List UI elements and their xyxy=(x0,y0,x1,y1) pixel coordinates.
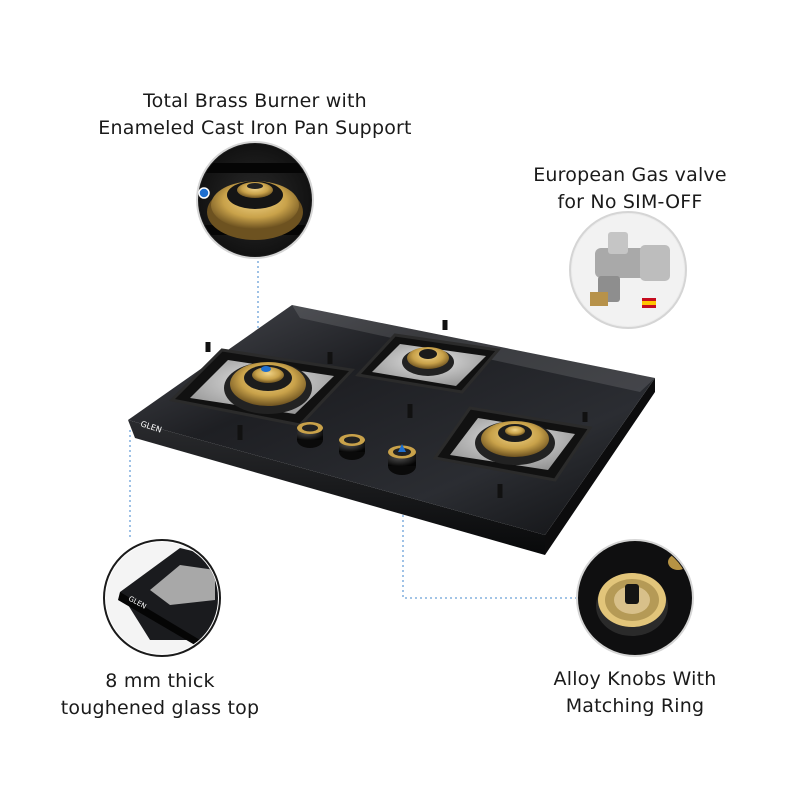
knob-3 xyxy=(388,444,416,475)
zoom-burner xyxy=(196,141,314,259)
glass-caption-line2: toughened glass top xyxy=(60,697,260,719)
burner-middle xyxy=(355,320,501,418)
glass-front-edge xyxy=(545,378,655,555)
glass-feature-caption: 8 mm thick toughened glass top xyxy=(40,668,280,722)
glass-side-edge xyxy=(128,420,545,555)
burner-right xyxy=(432,406,593,498)
zoom-knob xyxy=(576,539,694,657)
cooktop: GLEN xyxy=(128,305,655,555)
knobs-feature-caption: Alloy Knobs With Matching Ring xyxy=(530,666,740,720)
knobs-caption-line2: Matching Ring xyxy=(565,695,705,717)
control-knobs xyxy=(297,422,416,475)
burner-caption-line1: Total Brass Burner with xyxy=(143,90,367,112)
zoom-glass: GLEN xyxy=(103,539,221,657)
knob-2 xyxy=(339,434,365,460)
burner-caption-line2: Enameled Cast Iron Pan Support xyxy=(98,117,412,139)
zoom-valve xyxy=(569,211,687,329)
knobs-caption-line1: Alloy Knobs With xyxy=(553,668,717,690)
valve-caption-line1: European Gas valve xyxy=(533,164,727,186)
valve-caption-line2: for No SIM-OFF xyxy=(557,191,703,213)
knob-1 xyxy=(297,422,323,448)
burner-feature-caption: Total Brass Burner with Enameled Cast Ir… xyxy=(80,88,430,142)
glass-caption-line1: 8 mm thick xyxy=(105,670,215,692)
burner-left xyxy=(168,342,356,440)
valve-feature-caption: European Gas valve for No SIM-OFF xyxy=(520,162,740,216)
